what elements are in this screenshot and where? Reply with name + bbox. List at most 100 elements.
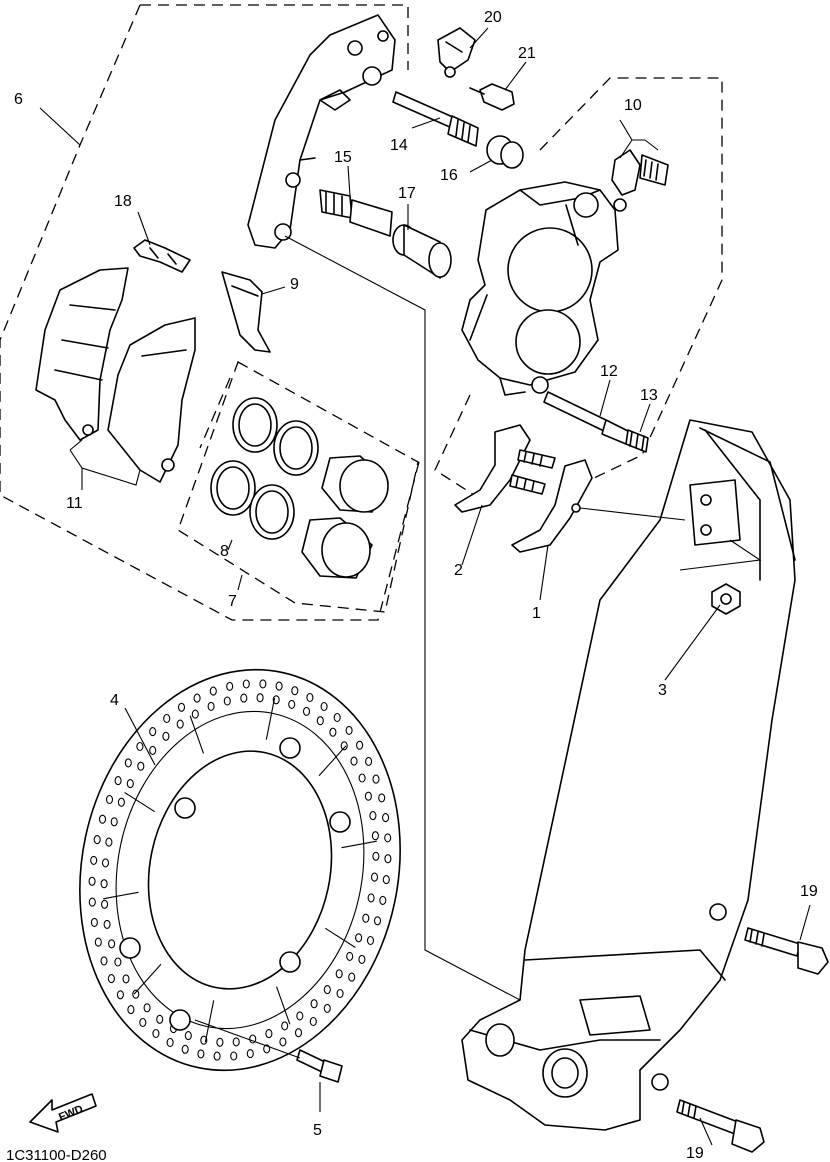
disc-hole — [139, 1017, 147, 1028]
disc-arm-slot — [124, 792, 155, 813]
disc-hole — [263, 1044, 271, 1054]
front-fork — [461, 419, 796, 1131]
support-bracket-part-1 — [509, 459, 593, 553]
disc-hole — [364, 791, 372, 801]
callout-14: 14 — [390, 137, 408, 154]
disc-hole — [200, 1035, 208, 1045]
pin-part-14 — [392, 91, 479, 147]
disc-hole — [246, 1049, 254, 1059]
callout-labels: 1 2 3 4 5 6 7 8 9 10 11 12 13 14 15 16 1… — [14, 9, 818, 1162]
pistons — [301, 455, 389, 579]
disc-hole — [136, 741, 144, 752]
disc-hole — [382, 875, 390, 885]
disc-hole — [316, 716, 324, 726]
callout-4: 4 — [110, 692, 119, 709]
disc-hole — [372, 851, 380, 861]
disc-hole — [256, 693, 264, 703]
callout-11: 11 — [66, 495, 83, 512]
disc-hole — [323, 985, 331, 995]
disc-hole — [127, 1005, 135, 1015]
disc-hole — [100, 956, 108, 966]
disc-hole — [288, 699, 296, 709]
brake-pad-part-11-outer — [35, 267, 129, 441]
disc-hole — [197, 1049, 205, 1059]
disc-hole — [240, 693, 248, 703]
disc-hole — [114, 776, 122, 786]
disc-hole — [103, 919, 111, 929]
disc-hole — [216, 1037, 224, 1047]
disc-hole — [366, 935, 375, 946]
disc-hole — [369, 811, 377, 821]
disc-hole — [335, 969, 343, 979]
disc-hole — [378, 793, 386, 803]
sleeve-part-17 — [392, 224, 452, 279]
disc-hole — [340, 741, 348, 751]
disc-hole — [191, 709, 199, 719]
disc-hole — [370, 872, 379, 882]
callout-3: 3 — [658, 682, 667, 699]
disc-hole — [281, 1021, 289, 1031]
disc-hole — [122, 974, 130, 984]
leader-lines — [39, 27, 811, 1146]
disc-hole — [355, 933, 363, 943]
disc-hole — [291, 686, 299, 696]
disc-hole — [336, 988, 344, 999]
disc-hole — [116, 990, 124, 1000]
pad-support-part-18 — [133, 239, 191, 273]
disc-hole — [101, 899, 109, 909]
disc-hole — [320, 701, 328, 712]
callout-16: 16 — [440, 167, 458, 184]
disc-arm-slot — [325, 927, 356, 948]
diagram-code: 1C31100-D260 — [6, 1147, 107, 1162]
disc-hole — [384, 854, 392, 864]
disc-hole — [323, 1003, 331, 1013]
disc-hole — [88, 897, 96, 907]
disc-hole — [226, 681, 234, 691]
brake-pad-part-11-inner — [107, 317, 196, 483]
disc-hole — [98, 814, 107, 824]
disc-hole — [382, 813, 390, 823]
disc-hole — [367, 893, 375, 903]
disc-hole — [207, 701, 215, 711]
pin-part-15 — [319, 189, 393, 237]
disc-hole — [107, 974, 115, 984]
disc-arm-slot — [103, 891, 139, 900]
disc-hole — [124, 758, 132, 768]
disc-hole — [350, 756, 358, 766]
callout-19-lower: 19 — [686, 1145, 704, 1162]
disc-hole — [90, 917, 98, 927]
disc-hole — [259, 679, 267, 689]
disc-hole — [177, 702, 186, 712]
disc-hole — [162, 731, 170, 741]
disc-hole — [193, 693, 201, 703]
disc-hole — [346, 951, 354, 961]
caliper-bracket — [247, 14, 396, 249]
bolt-part-19-upper — [744, 927, 829, 975]
disc-hole — [306, 692, 314, 703]
disc-arm-slot — [204, 1000, 215, 1043]
disc-hole — [181, 1044, 189, 1054]
disc-hole — [358, 773, 366, 783]
callout-19-upper: 19 — [800, 883, 818, 900]
caliper-body — [461, 181, 619, 396]
boot-part-16 — [486, 135, 524, 169]
disc-hole — [90, 855, 98, 865]
disc-hole — [149, 727, 157, 737]
callout-9: 9 — [290, 276, 299, 293]
disc-arm-slot — [341, 840, 377, 849]
disc-hole — [356, 740, 364, 750]
disc-hole — [105, 837, 113, 847]
disc-hole — [213, 1051, 221, 1061]
disc-arm-slot — [275, 986, 291, 1025]
disc-hole — [309, 1016, 317, 1027]
disc-hole — [163, 713, 171, 724]
bleed-screw-part-10 — [611, 149, 669, 212]
disc-hole — [223, 696, 231, 706]
disc-arm-slot — [265, 697, 276, 740]
disc-hole — [358, 954, 366, 964]
disc-hole — [333, 712, 341, 723]
disc-hole — [176, 719, 184, 729]
piston-seals-part-8 — [210, 397, 319, 540]
disc-hole — [101, 858, 110, 868]
